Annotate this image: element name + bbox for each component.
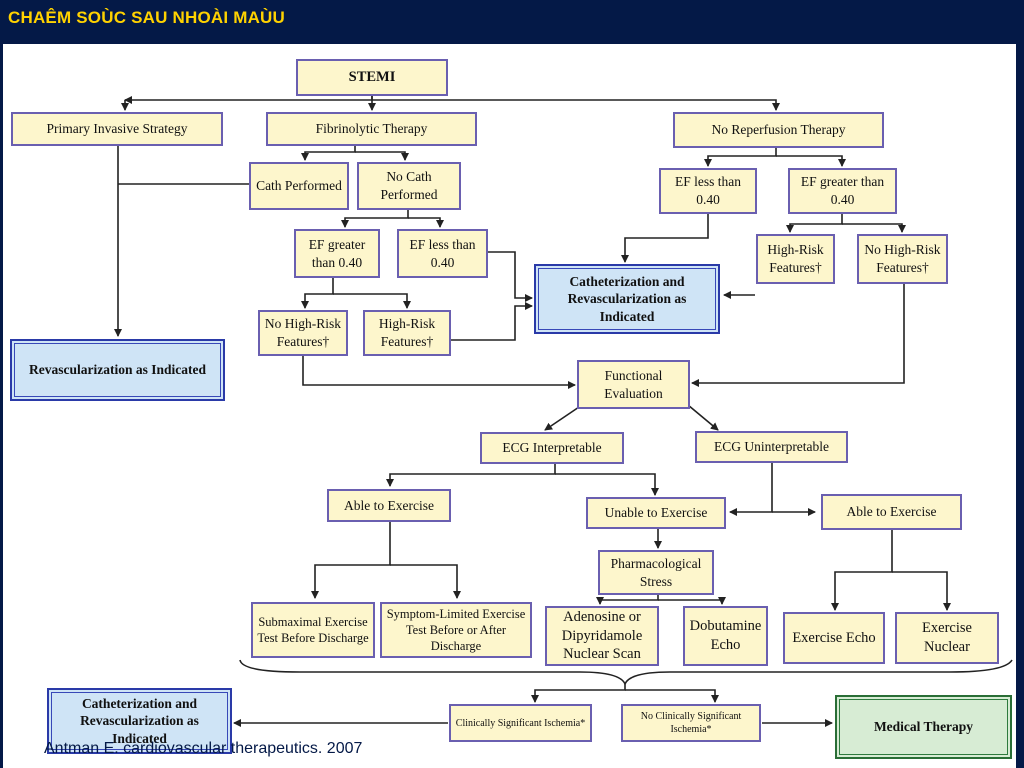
exercise-echo-box: Exercise Echo — [783, 612, 885, 664]
connector — [729, 463, 773, 516]
connector — [488, 251, 533, 302]
connector — [386, 464, 556, 487]
exercise-nuclear-box: Exercise Nuclear — [895, 612, 999, 664]
citation-text: Antman E. cardiovascular therapeutics. 2… — [44, 740, 363, 757]
connector — [892, 571, 951, 611]
connector — [842, 223, 906, 233]
connector — [301, 146, 356, 161]
clinically-significant-box: Clinically Significant Ischemia* — [449, 704, 592, 742]
connector — [831, 530, 893, 611]
connector — [555, 473, 659, 496]
ecg-interpretable-box: ECG Interpretable — [480, 432, 624, 464]
connector — [301, 278, 334, 309]
connector — [333, 293, 411, 309]
connector — [341, 210, 409, 228]
no-high-risk-right-box: No High-Risk Features† — [857, 234, 948, 284]
no-cath-performed-box: No Cath Performed — [357, 162, 461, 210]
connector — [691, 284, 905, 387]
left-edge-bar — [0, 44, 3, 768]
connector — [596, 595, 659, 605]
connector — [311, 522, 391, 599]
connector — [124, 96, 373, 104]
adenosine-box: Adenosine or Dipyridamole Nuclear Scan — [545, 606, 659, 666]
connector — [704, 148, 777, 167]
connector — [355, 151, 409, 161]
connector — [450, 302, 533, 341]
ef-greater-left-box: EF greater than 0.40 — [294, 229, 380, 278]
no-reperfusion-box: No Reperfusion Therapy — [673, 112, 884, 148]
submaximal-box: Submaximal Exercise Test Before Discharg… — [251, 602, 375, 658]
functional-eval-box: Functional Evaluation — [577, 360, 690, 409]
symptom-limited-box: Symptom-Limited Exercise Test Before or … — [380, 602, 532, 658]
ef-less-right-box: EF less than 0.40 — [659, 168, 757, 214]
no-high-risk-left-box: No High-Risk Features† — [258, 310, 348, 356]
connector — [621, 214, 709, 263]
ef-less-left-box: EF less than 0.40 — [397, 229, 488, 278]
connector — [302, 356, 576, 389]
connector — [390, 564, 461, 599]
ef-greater-right-box: EF greater than 0.40 — [788, 168, 897, 214]
connector — [372, 99, 780, 111]
cath-revasc-center-box: Catheterization and Revascularization as… — [534, 264, 720, 334]
connector — [776, 155, 846, 167]
unable-exercise-box: Unable to Exercise — [586, 497, 726, 529]
dobutamine-box: Dobutamine Echo — [683, 606, 768, 666]
high-risk-right-box: High-Risk Features† — [756, 234, 835, 284]
title-bar: CHAÊM SOÙC SAU NHOÀI MAÙU — [0, 0, 1024, 44]
connector — [786, 214, 843, 233]
no-clinically-significant-box: No Clinically Significant Ischemia* — [621, 704, 761, 742]
cath-revasc-bottom-box: Catheterization and Revascularization as… — [47, 688, 232, 754]
able-exercise-left-box: Able to Exercise — [327, 489, 451, 522]
cath-performed-box: Cath Performed — [249, 162, 349, 210]
primary-invasive-box: Primary Invasive Strategy — [11, 112, 223, 146]
pharm-stress-box: Pharmacological Stress — [598, 550, 714, 595]
medical-therapy-box: Medical Therapy — [835, 695, 1012, 759]
able-exercise-right-box: Able to Exercise — [821, 494, 962, 530]
stemi-box: STEMI — [296, 59, 448, 96]
connector — [544, 404, 583, 431]
right-edge-bar — [1016, 44, 1024, 768]
connector — [625, 689, 719, 703]
connector — [658, 597, 726, 605]
connector — [408, 217, 444, 228]
connector — [687, 404, 719, 431]
slide-title: CHAÊM SOÙC SAU NHOÀI MAÙU — [8, 8, 285, 27]
fibrinolytic-box: Fibrinolytic Therapy — [266, 112, 477, 146]
high-risk-left-box: High-Risk Features† — [363, 310, 451, 356]
revasc-left-box: Revascularization as Indicated — [10, 339, 225, 401]
ecg-uninterpretable-box: ECG Uninterpretable — [695, 431, 848, 463]
connector — [531, 684, 626, 703]
